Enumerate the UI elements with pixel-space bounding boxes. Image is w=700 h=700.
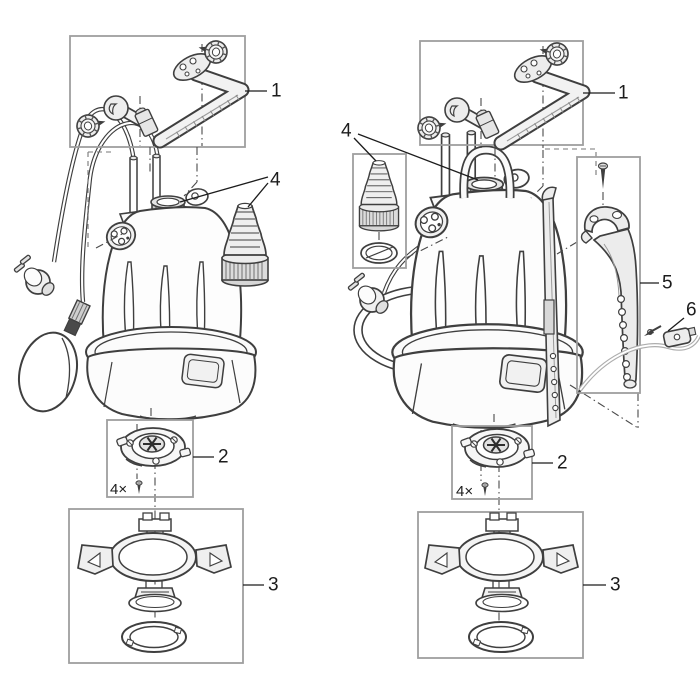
right-leader-lines bbox=[353, 92, 685, 586]
left-power-plug bbox=[12, 253, 58, 299]
right-sensor-box bbox=[576, 156, 641, 394]
left-hidden-outline bbox=[87, 151, 112, 250]
callout-1-right: 1 bbox=[618, 83, 629, 104]
left-hose-adapter bbox=[221, 202, 269, 287]
right-mounted-sensor-rail bbox=[541, 186, 561, 428]
left-handle-assembly bbox=[75, 37, 242, 146]
right-pump-assembly: 4× 1 4 2 3 5 6 bbox=[341, 39, 700, 659]
right-screw-count: 4× bbox=[456, 483, 473, 500]
callout-3-left: 3 bbox=[268, 575, 279, 596]
right-adapter-box bbox=[352, 153, 407, 269]
right-base-stand bbox=[424, 512, 579, 653]
callout-2-right: 2 bbox=[557, 453, 568, 474]
right-hose-adapter bbox=[358, 159, 400, 232]
callout-5-right: 5 bbox=[662, 273, 673, 294]
right-adapter-washer bbox=[360, 242, 398, 264]
right-screw-icon bbox=[481, 482, 489, 497]
right-sensor-rail-exploded bbox=[580, 162, 639, 389]
left-leader-lines bbox=[179, 90, 269, 586]
left-impeller-cover bbox=[115, 427, 192, 467]
callout-3-right: 3 bbox=[610, 575, 621, 596]
left-screw-icon bbox=[135, 480, 143, 495]
callout-4-right: 4 bbox=[341, 121, 352, 142]
callout-1-left: 1 bbox=[271, 81, 282, 102]
left-stand-box bbox=[68, 508, 244, 664]
left-pump-assembly: 4× 1 4 2 3 bbox=[12, 36, 282, 664]
right-clip bbox=[644, 325, 697, 348]
right-handle-assembly bbox=[416, 39, 583, 148]
left-float-switch bbox=[18, 299, 91, 413]
left-screw-count: 4× bbox=[110, 481, 127, 498]
right-carry-hoop bbox=[459, 145, 515, 199]
callout-2-left: 2 bbox=[218, 447, 229, 468]
left-impeller-box bbox=[106, 419, 194, 498]
callout-4-left: 4 bbox=[270, 170, 281, 191]
right-impeller-cover bbox=[459, 428, 536, 468]
right-hidden-outline bbox=[545, 148, 597, 176]
left-pump-body bbox=[85, 153, 257, 421]
callout-6-right: 6 bbox=[686, 300, 697, 321]
right-clip-cable bbox=[578, 335, 700, 392]
